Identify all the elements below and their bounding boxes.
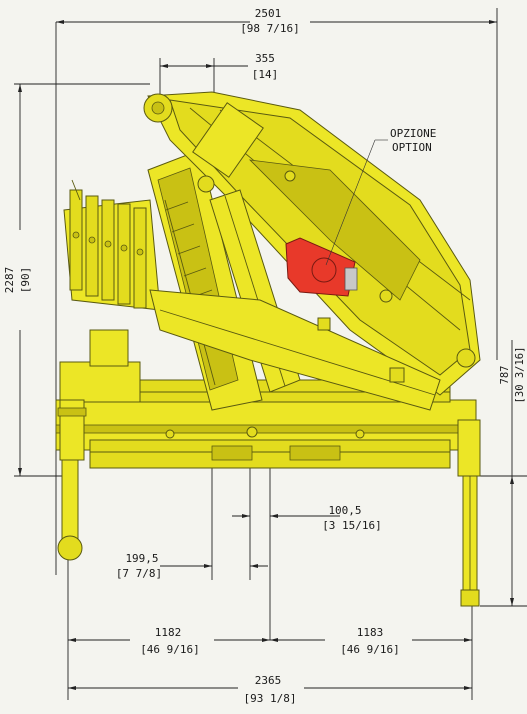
overall-height-imperial: [90] <box>19 267 32 294</box>
left-stabilizer-leg <box>57 399 87 561</box>
center-offset-imperial: [3 15/16] <box>322 519 382 532</box>
right-height-imperial: [30 3/16] <box>514 347 526 404</box>
crane-illustration <box>55 91 481 607</box>
stabilizer-span-metric: 2365 <box>255 674 282 687</box>
base-frame <box>55 329 477 469</box>
left-offset-dimension: 199,5 [7 7/8] <box>116 430 268 580</box>
option-label-en: OPTION <box>392 141 432 154</box>
column-offset-metric: 355 <box>255 52 275 65</box>
right-height-dimension: 787 [30 3/16] <box>478 340 527 607</box>
overall-height-dimension: 2287 [90] <box>3 83 150 477</box>
left-half-metric: 1182 <box>155 626 182 639</box>
right-stabilizer-leg <box>457 419 481 607</box>
main-boom <box>143 91 481 396</box>
right-half-imperial: [46 9/16] <box>340 643 400 656</box>
lower-arm <box>149 289 441 411</box>
option-label-it: OPZIONE <box>390 127 436 140</box>
column-offset-dimension: 355 [14] <box>159 52 279 100</box>
center-offset-dimension: 100,5 [3 15/16] <box>232 440 382 640</box>
overall-width-imperial: [98 7/16] <box>240 22 300 35</box>
overall-height-metric: 2287 <box>3 267 16 294</box>
optional-red-component <box>285 237 358 297</box>
stabilizer-span-imperial: [93 1/8] <box>244 692 297 705</box>
column-offset-imperial: [14] <box>252 68 279 81</box>
center-offset-metric: 100,5 <box>328 504 361 517</box>
control-valve-bank <box>63 179 161 311</box>
stabilizer-span-dimension: 2365 [93 1/8] <box>68 674 472 705</box>
left-offset-imperial: [7 7/8] <box>116 567 162 580</box>
half-span-dimensions: 1182 [46 9/16] 1183 [46 9/16] <box>67 560 473 700</box>
left-offset-metric: 199,5 <box>125 552 158 565</box>
right-half-metric: 1183 <box>357 626 384 639</box>
overall-width-dimension: 2501 [98 7/16] <box>55 7 498 575</box>
right-height-metric: 787 <box>499 366 511 385</box>
option-callout: OPZIONE OPTION <box>325 127 436 266</box>
overall-width-metric: 2501 <box>255 7 282 20</box>
left-half-imperial: [46 9/16] <box>140 643 200 656</box>
